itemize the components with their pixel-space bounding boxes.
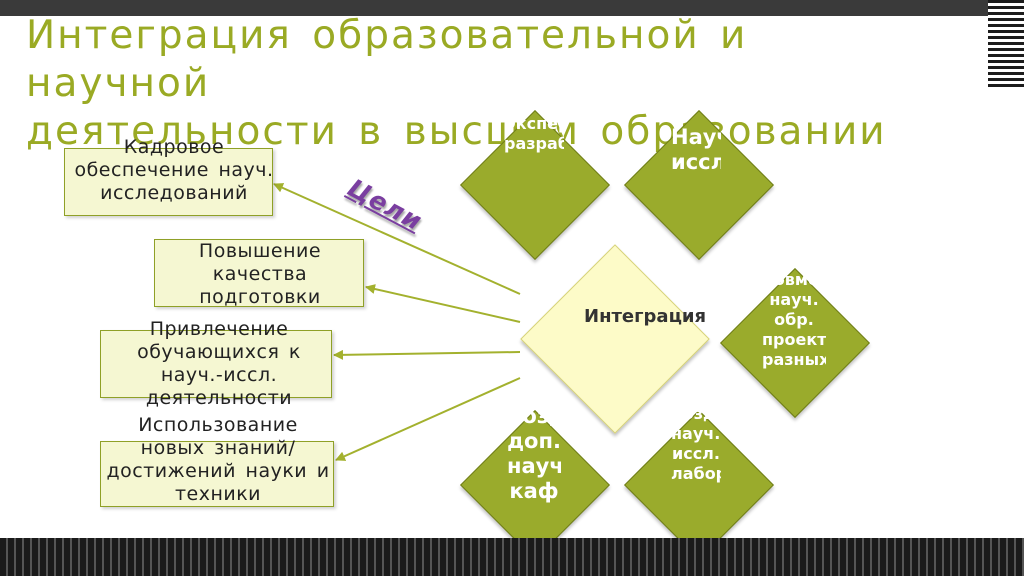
box-staffing-text: Кадровое обеспечение науч. исследований xyxy=(74,136,274,204)
box-students-text: Привлечение обучающихся к науч.-иссл. де… xyxy=(137,318,301,409)
box-knowledge xyxy=(100,441,334,507)
diamond-labs-text: Создание науч.-иссл. лабораторий xyxy=(671,404,721,483)
arrow-1 xyxy=(273,183,521,295)
title-line-2: деятельности в высшем образовании xyxy=(26,109,887,154)
diamond-departments-text: Создание доп. научных каф xyxy=(507,404,561,503)
arrow-3 xyxy=(333,349,521,360)
box-quality xyxy=(154,239,364,307)
slide-title: Интеграция образовательной и научной дея… xyxy=(26,12,926,156)
title-line-1: Интеграция образовательной и научной xyxy=(26,13,748,106)
top-bar xyxy=(0,0,1024,16)
diamond-projects-text: Совместные науч. обр. проекты разных xyxy=(762,270,826,369)
arrow-4 xyxy=(335,377,521,461)
box-students xyxy=(100,330,332,398)
diamond-integration-text: Интеграция xyxy=(584,306,706,328)
decorative-stripes-right xyxy=(988,0,1024,90)
box-staffing xyxy=(64,148,273,216)
bottom-stripes xyxy=(0,538,1024,576)
box-quality-text: Повышение качества подготовки xyxy=(198,240,322,308)
diamond-experimental-text: Экспериментальные разработки xyxy=(504,114,564,153)
box-knowledge-text: Использование новых знаний/достижений на… xyxy=(106,414,330,505)
arrow-2 xyxy=(365,284,521,323)
diamond-research-text: Науч. исследования xyxy=(671,125,721,174)
